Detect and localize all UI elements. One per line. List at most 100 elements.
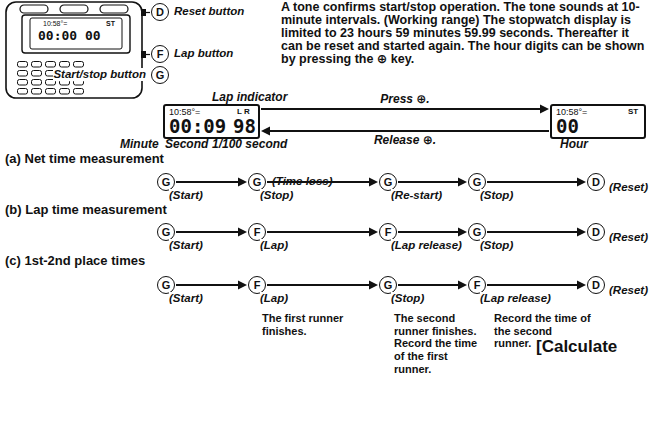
- arrow-line: [176, 284, 239, 286]
- flow-arrow: [487, 228, 586, 237]
- button-caption: (Lap): [260, 292, 288, 305]
- lcd-digits: 00:09: [169, 117, 226, 136]
- arrow-line: [267, 284, 370, 286]
- arrow-label: Press ⊕.: [378, 93, 431, 106]
- arrow-label: Release ⊕.: [372, 134, 438, 147]
- button-circle: G(Start): [157, 223, 175, 241]
- flow-arrow: [398, 228, 467, 237]
- flow-arrow: [487, 178, 586, 187]
- arrow-line: [398, 231, 459, 233]
- label-text: ST: [106, 20, 115, 28]
- button-circle: G(Stop): [468, 223, 486, 241]
- flow-arrow: [398, 178, 467, 187]
- button-circle: D(Reset): [587, 223, 605, 241]
- button-circle: G(Stop): [379, 276, 397, 294]
- lcd-digits: 10:58°=: [556, 108, 587, 117]
- lcd-digits: ST: [628, 108, 638, 116]
- flow-arrow: [398, 281, 467, 290]
- label-text: 10:58°=: [43, 20, 67, 28]
- side-button: [141, 51, 146, 58]
- button-circle: G(Stop): [248, 173, 266, 191]
- arrow-line: [487, 181, 578, 183]
- watch-display-window: [22, 15, 130, 53]
- button-circle: FLap button: [151, 45, 169, 63]
- arrow-head: [540, 105, 549, 114]
- label-text: (b) Lap time measurement: [5, 203, 167, 218]
- button-letter: D: [588, 277, 604, 293]
- flow-arrow: [176, 281, 247, 290]
- button-caption: (Re-start): [391, 189, 442, 202]
- button-circle: F(Lap): [248, 276, 266, 294]
- button-caption: (Lap release): [391, 239, 462, 252]
- button-caption: Lap button: [174, 47, 233, 60]
- label-text: The second runner finishes. Record the t…: [394, 312, 488, 375]
- button-circle: F(Lap): [248, 223, 266, 241]
- button-caption: (Stop): [480, 239, 513, 252]
- label-text: Second: [165, 138, 208, 152]
- arrow-head: [369, 281, 378, 290]
- button-letter: G: [158, 224, 174, 240]
- label-text: (Time loss): [272, 175, 333, 188]
- label-text: 1/100 second: [212, 138, 287, 152]
- arrow-head: [369, 228, 378, 237]
- button-letter: G: [469, 224, 485, 240]
- arrow-head: [369, 178, 378, 187]
- button-circle: G(Start): [157, 276, 175, 294]
- arrow-line: [267, 231, 370, 233]
- button-caption: (Start): [169, 189, 203, 202]
- button-letter: G: [380, 174, 396, 190]
- button-circle: G(Stop): [468, 173, 486, 191]
- lcd-display: 10:58°= ST 00: [550, 104, 646, 139]
- arrow-head: [458, 281, 467, 290]
- flow-arrow: [487, 281, 586, 290]
- button-letter: G: [152, 67, 168, 83]
- button-circle: G(Start): [157, 173, 175, 191]
- button-caption: (Reset): [609, 284, 648, 297]
- arrow-line: [261, 108, 541, 110]
- label-text: The first runner finishes.: [262, 312, 346, 337]
- button-letter: G: [158, 174, 174, 190]
- button-circle: F(Lap release): [379, 223, 397, 241]
- button-letter: F: [249, 224, 265, 240]
- button-letter: G: [249, 174, 265, 190]
- arrow-head: [577, 228, 586, 237]
- flow-arrow: [267, 281, 378, 290]
- button-letter: G: [380, 277, 396, 293]
- button-caption: (Start): [169, 239, 203, 252]
- watch-case: [6, 2, 142, 98]
- button-caption: (Stop): [480, 189, 513, 202]
- button-caption: Reset button: [174, 5, 244, 18]
- arrow-head: [577, 178, 586, 187]
- arrow-line: [487, 231, 578, 233]
- label-text: 00:00 00: [38, 29, 101, 44]
- button-letter: F: [380, 224, 396, 240]
- arrow-head: [238, 281, 247, 290]
- arrow-line: [398, 181, 459, 183]
- label-text: Hour: [560, 138, 588, 152]
- button-caption: (Reset): [609, 181, 648, 194]
- button-circle: DReset button: [151, 3, 169, 21]
- label-text: [Calculate: [536, 337, 617, 357]
- label-text: Lap indicator: [212, 91, 287, 105]
- label-text: (c) 1st-2nd place times: [5, 254, 145, 269]
- button-circle: D(Reset): [587, 276, 605, 294]
- lcd-digits: 00: [556, 117, 579, 136]
- button-circle: GStart/stop button: [151, 66, 169, 84]
- lcd-digits: L R: [237, 108, 250, 116]
- button-letter: G: [469, 174, 485, 190]
- lcd-digits: 10:58°=: [169, 108, 200, 117]
- arrow-line: [176, 181, 239, 183]
- button-letter: F: [469, 277, 485, 293]
- button-caption: (Stop): [391, 292, 424, 305]
- lcd-display: 10:58°=L R00:0998: [163, 104, 260, 139]
- arrow-head: [238, 228, 247, 237]
- arrow-head: [261, 127, 270, 136]
- arrow-line: [176, 231, 239, 233]
- arrow-head: [458, 178, 467, 187]
- label-text: Minute: [120, 138, 159, 152]
- side-button: [141, 9, 146, 16]
- button-caption: Start/stop button: [53, 68, 146, 81]
- button-letter: F: [249, 277, 265, 293]
